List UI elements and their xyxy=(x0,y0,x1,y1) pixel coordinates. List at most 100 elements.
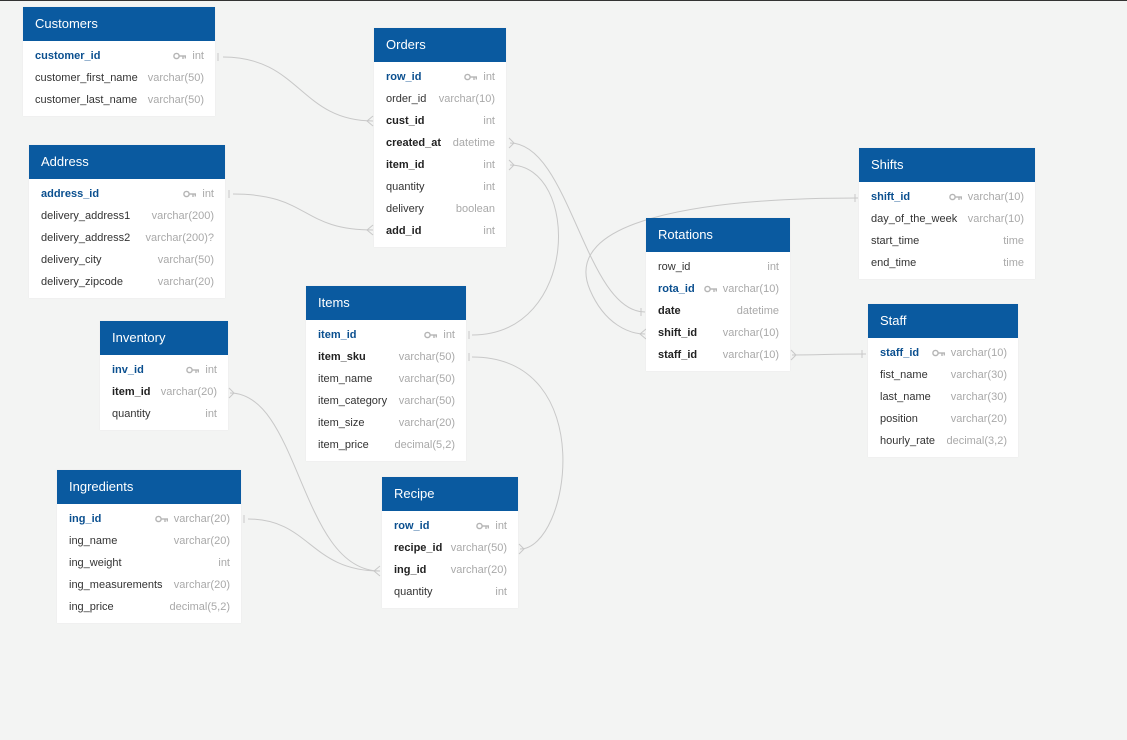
field-type: boolean xyxy=(456,198,495,220)
primary-key-icon xyxy=(154,515,169,523)
field-type: varchar(20) xyxy=(161,381,217,403)
field-name: ing_price xyxy=(69,601,114,613)
rotations-table-title[interactable]: Rotations xyxy=(646,218,790,252)
recipe-table-title[interactable]: Recipe xyxy=(382,477,518,511)
field-type-label: varchar(50) xyxy=(147,94,204,106)
field-type: int xyxy=(183,183,214,205)
link-address-orders xyxy=(232,193,374,231)
link-staff-rotations xyxy=(791,353,867,356)
field-type-label: int xyxy=(495,520,507,532)
field-type-label: varchar(10) xyxy=(722,349,779,361)
address-table-title[interactable]: Address xyxy=(29,145,225,179)
field-type: varchar(20) xyxy=(174,530,230,552)
staff-table-title[interactable]: Staff xyxy=(868,304,1018,338)
field-name: delivery_zipcode xyxy=(41,276,123,288)
field-name: ing_weight xyxy=(69,557,122,569)
field-type-label: varchar(10) xyxy=(967,213,1024,225)
field-type-label: varchar(10) xyxy=(438,93,495,105)
field-type-label: boolean xyxy=(455,203,495,215)
field-type: int xyxy=(173,45,204,67)
field-type: varchar(200) xyxy=(152,205,214,227)
orders-table-title[interactable]: Orders xyxy=(374,28,506,62)
shifts-table-title[interactable]: Shifts xyxy=(859,148,1035,182)
field-type-label: decimal(3,2) xyxy=(946,435,1007,447)
items-table-title[interactable]: Items xyxy=(306,286,466,320)
field-type-label: decimal(5,2) xyxy=(394,439,455,451)
field-name: item_price xyxy=(318,439,369,451)
customers-table-title[interactable]: Customers xyxy=(23,7,215,41)
ingredients-table-title[interactable]: Ingredients xyxy=(57,470,241,504)
items-field-row[interactable]: item_price decimal(5,2) xyxy=(306,434,466,456)
field-type: time xyxy=(1003,230,1024,252)
field-type-label: time xyxy=(1003,235,1024,247)
field-type: datetime xyxy=(453,132,495,154)
field-type-label: varchar(20) xyxy=(450,564,507,576)
field-name: row_id xyxy=(658,261,691,273)
field-name: quantity xyxy=(112,408,151,420)
inventory-table-title[interactable]: Inventory xyxy=(100,321,228,355)
